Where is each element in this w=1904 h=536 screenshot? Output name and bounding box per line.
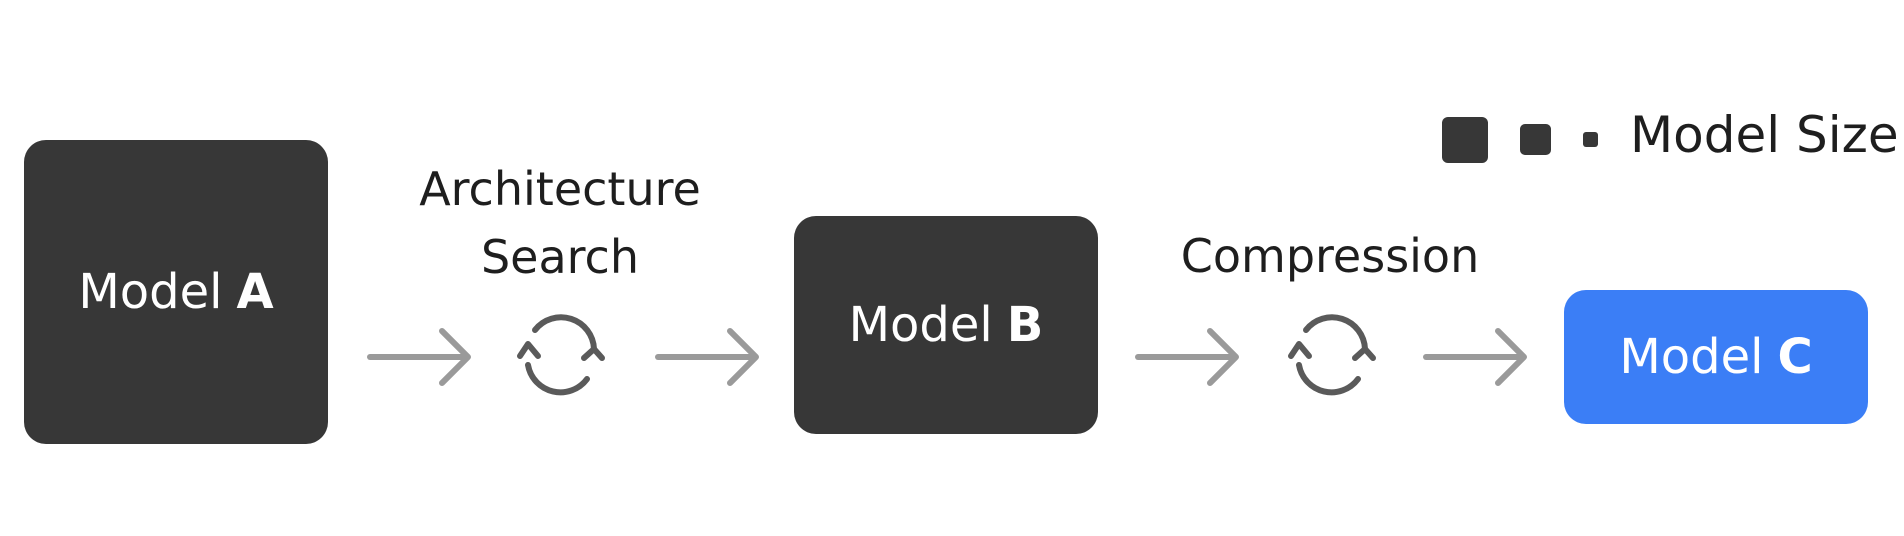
refresh-cycle-icon <box>517 314 605 396</box>
model-c-node: Model C <box>1564 290 1868 424</box>
step-architecture-search-label: Architecture Search <box>400 155 720 291</box>
arrow-right-icon <box>1423 328 1527 386</box>
legend-medium-square <box>1520 124 1551 155</box>
step-1-line-1: Architecture <box>419 162 701 216</box>
model-b-node: Model B <box>794 216 1098 434</box>
legend-large-square <box>1442 117 1488 163</box>
model-a-prefix: Model <box>78 264 223 320</box>
step-compression-label: Compression <box>1160 222 1500 290</box>
refresh-cycle-icon <box>1288 314 1376 396</box>
step-2-line-1: Compression <box>1180 229 1480 283</box>
arrow-right-icon <box>367 328 471 386</box>
legend-small-square <box>1583 132 1598 147</box>
model-c-letter: C <box>1777 329 1813 385</box>
model-b-prefix: Model <box>848 297 993 353</box>
arrow-right-icon <box>655 328 759 386</box>
model-b-letter: B <box>1006 297 1044 353</box>
model-a-letter: A <box>236 264 274 320</box>
model-a-node: Model A <box>24 140 328 444</box>
arrow-right-icon <box>1135 328 1239 386</box>
legend-label: Model Size <box>1630 106 1899 164</box>
step-1-line-2: Search <box>480 230 640 284</box>
model-c-prefix: Model <box>1619 329 1764 385</box>
